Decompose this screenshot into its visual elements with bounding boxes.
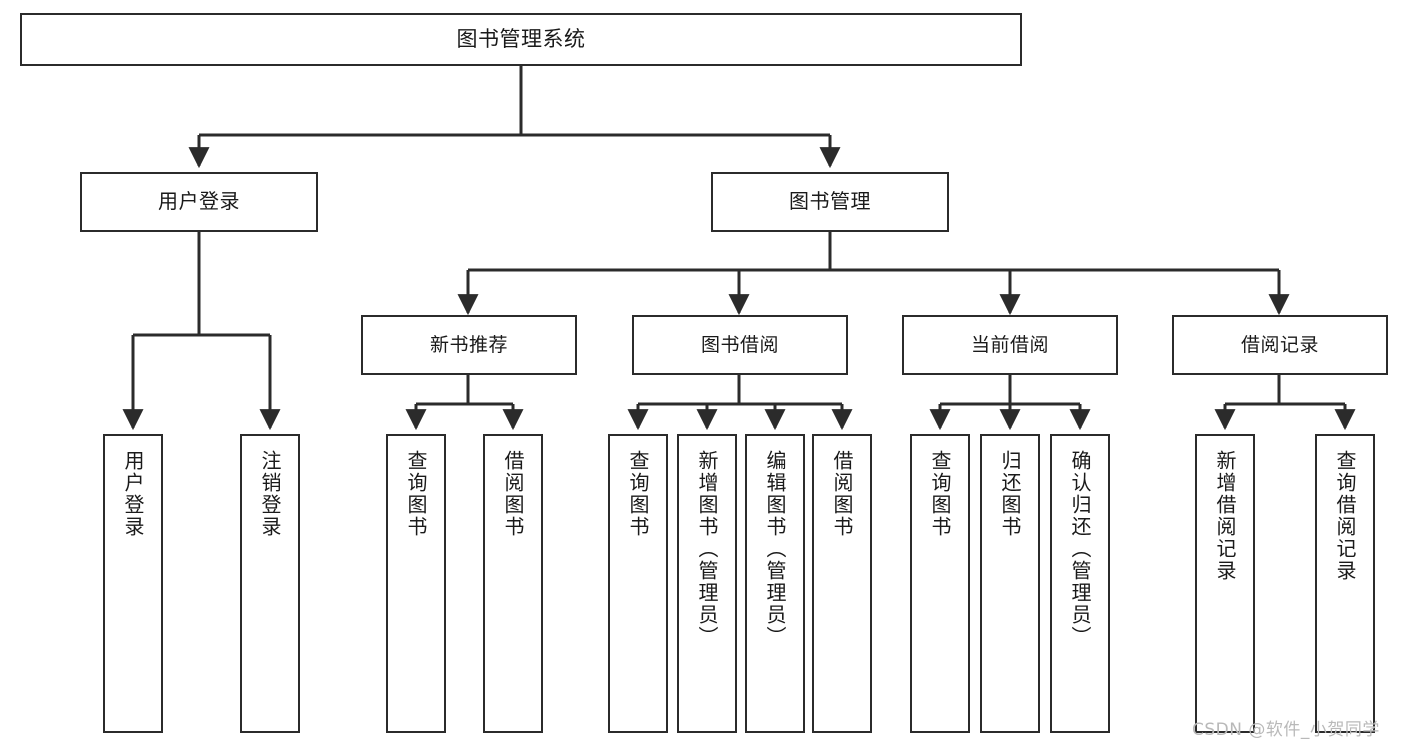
node-current-borrow[interactable]: 当前借阅 bbox=[902, 315, 1118, 375]
leaf-user-login[interactable]: 用户登录 bbox=[103, 434, 163, 733]
node-current-borrow-label: 当前借阅 bbox=[970, 333, 1049, 356]
leaf-cb-query-book[interactable]: 查询图书 bbox=[910, 434, 970, 733]
leaf-br-add-record-label: 新增借阅记录 bbox=[1213, 450, 1237, 582]
leaf-nb-borrow-book-label: 借阅图书 bbox=[501, 450, 525, 538]
leaf-br-query-record[interactable]: 查询借阅记录 bbox=[1315, 434, 1375, 733]
node-new-book-recommend-label: 新书推荐 bbox=[429, 333, 508, 356]
node-user-login[interactable]: 用户登录 bbox=[80, 172, 318, 232]
node-new-book-recommend[interactable]: 新书推荐 bbox=[361, 315, 577, 375]
leaf-nb-query-book-label: 查询图书 bbox=[404, 450, 428, 538]
leaf-bb-query-book[interactable]: 查询图书 bbox=[608, 434, 668, 733]
csdn-watermark: CSDN @软件_小贺同学 bbox=[1192, 720, 1380, 740]
leaf-bb-borrow-book-label: 借阅图书 bbox=[830, 450, 854, 538]
leaf-bb-edit-book[interactable]: 编辑图书（管理员） bbox=[745, 434, 805, 733]
leaf-cb-confirm-return[interactable]: 确认归还（管理员） bbox=[1050, 434, 1110, 733]
leaf-bb-add-book[interactable]: 新增图书（管理员） bbox=[677, 434, 737, 733]
node-book-borrow[interactable]: 图书借阅 bbox=[632, 315, 848, 375]
node-borrow-record[interactable]: 借阅记录 bbox=[1172, 315, 1388, 375]
leaf-user-logout-label: 注销登录 bbox=[258, 450, 282, 538]
leaf-nb-borrow-book[interactable]: 借阅图书 bbox=[483, 434, 543, 733]
leaf-cb-return-book-label: 归还图书 bbox=[998, 450, 1022, 538]
node-borrow-record-label: 借阅记录 bbox=[1240, 333, 1319, 356]
leaf-bb-edit-book-label: 编辑图书（管理员） bbox=[763, 450, 787, 648]
leaf-cb-confirm-return-label: 确认归还（管理员） bbox=[1068, 450, 1092, 648]
leaf-user-login-label: 用户登录 bbox=[121, 450, 145, 538]
node-root-label: 图书管理系统 bbox=[456, 27, 586, 52]
node-user-login-label: 用户登录 bbox=[158, 189, 240, 214]
leaf-bb-query-book-label: 查询图书 bbox=[626, 450, 650, 538]
leaf-nb-query-book[interactable]: 查询图书 bbox=[386, 434, 446, 733]
leaf-br-add-record[interactable]: 新增借阅记录 bbox=[1195, 434, 1255, 733]
leaf-user-logout[interactable]: 注销登录 bbox=[240, 434, 300, 733]
node-book-management-label: 图书管理 bbox=[789, 189, 871, 214]
leaf-bb-borrow-book[interactable]: 借阅图书 bbox=[812, 434, 872, 733]
leaf-br-query-record-label: 查询借阅记录 bbox=[1333, 450, 1357, 582]
node-root[interactable]: 图书管理系统 bbox=[20, 13, 1022, 66]
node-book-management[interactable]: 图书管理 bbox=[711, 172, 949, 232]
leaf-cb-return-book[interactable]: 归还图书 bbox=[980, 434, 1040, 733]
leaf-cb-query-book-label: 查询图书 bbox=[928, 450, 952, 538]
node-book-borrow-label: 图书借阅 bbox=[700, 333, 779, 356]
leaf-bb-add-book-label: 新增图书（管理员） bbox=[695, 450, 719, 648]
